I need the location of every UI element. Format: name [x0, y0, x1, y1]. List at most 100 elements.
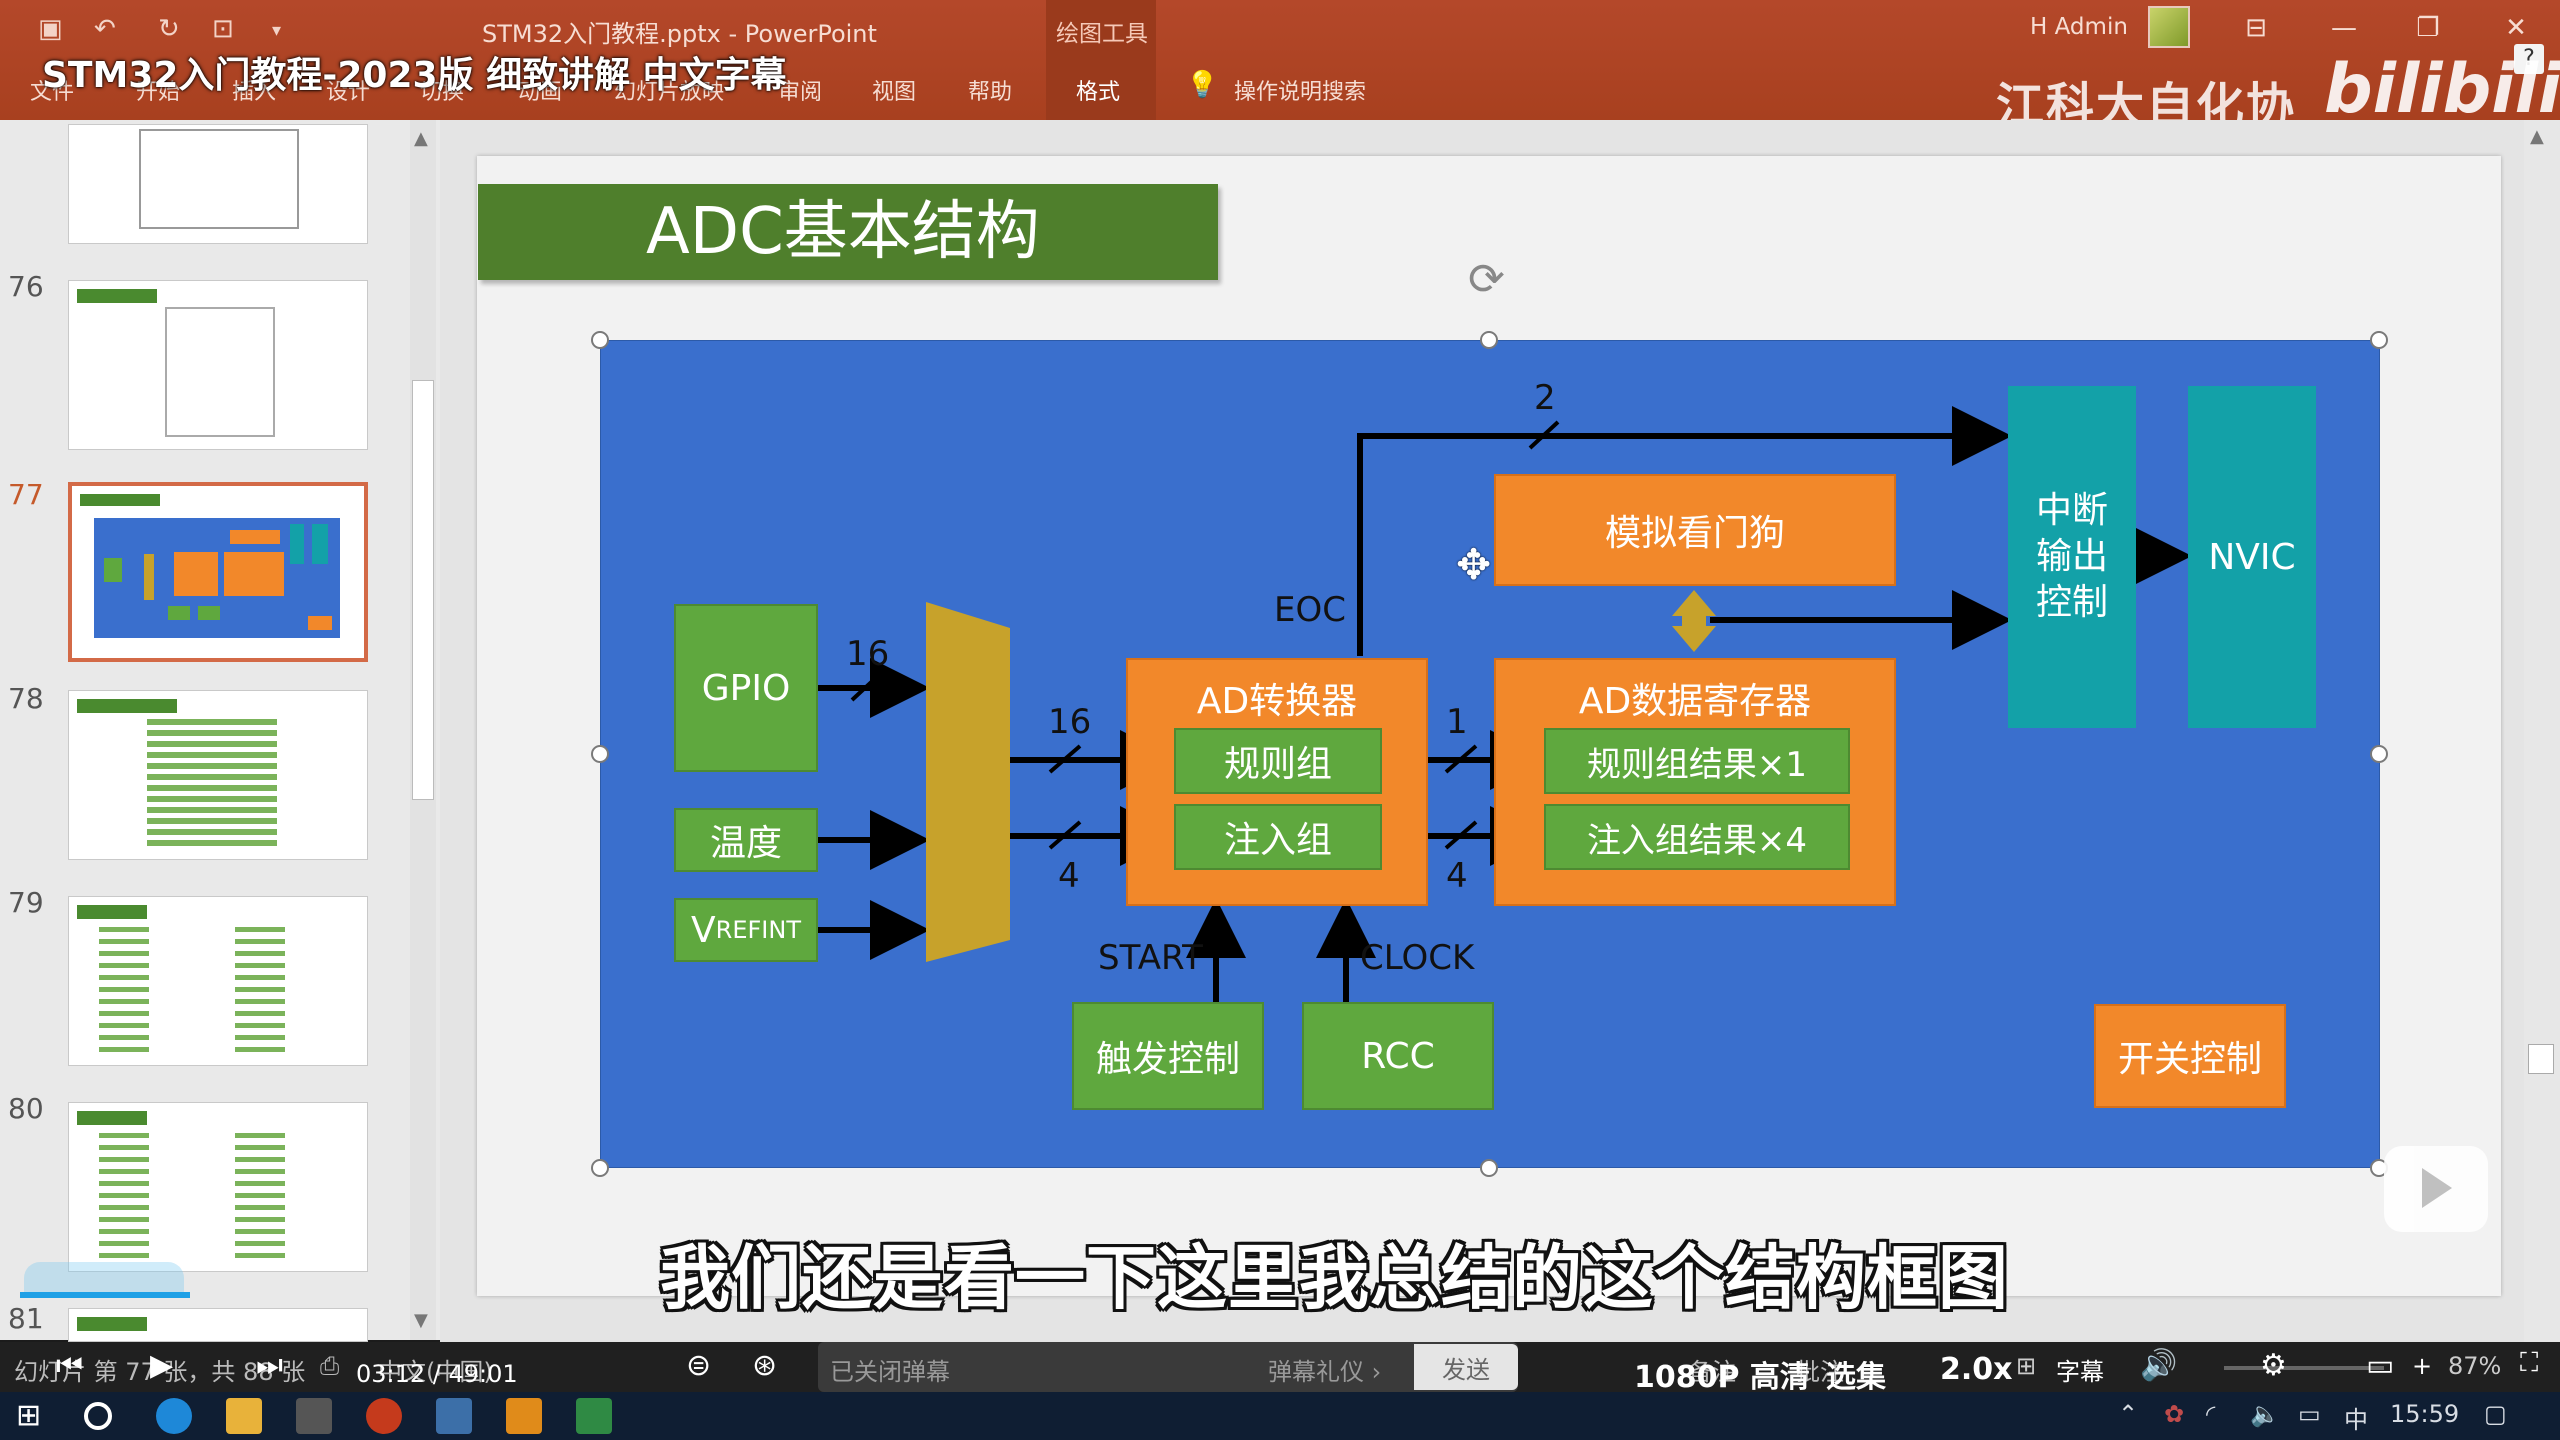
user-name[interactable]: H Admin — [2030, 14, 2128, 40]
resize-handle[interactable] — [591, 745, 609, 763]
comments-button[interactable]: 批注 — [1796, 1358, 1844, 1386]
tab-animations[interactable]: 动画 — [518, 80, 563, 105]
danmaku-toggle-icon[interactable]: ⊜ — [686, 1348, 712, 1383]
select-episode-button[interactable]: 选集 — [1826, 1360, 1886, 1395]
volume-icon[interactable]: 🔊 — [2140, 1348, 2178, 1383]
temperature-block[interactable]: 温度 — [674, 808, 818, 872]
settings-gear-icon[interactable]: ⚙ — [2260, 1348, 2287, 1383]
edge-browser-icon[interactable] — [156, 1398, 192, 1434]
resize-handle[interactable] — [591, 331, 609, 349]
slide-scroll-thumb[interactable] — [2528, 1044, 2554, 1074]
zoom-level[interactable]: 87% — [2448, 1352, 2502, 1380]
camera-app-icon[interactable] — [296, 1398, 332, 1434]
resize-handle[interactable] — [1480, 331, 1498, 349]
slide-sorter-icon[interactable]: ⊞ — [2016, 1352, 2037, 1380]
tray-chevron-icon[interactable]: ⌃ — [2118, 1400, 2139, 1428]
keil-taskbar-icon[interactable] — [576, 1398, 612, 1434]
danmaku-settings-icon[interactable]: ⊛ — [752, 1348, 778, 1383]
picture-in-picture-icon[interactable]: ▭ — [2366, 1348, 2395, 1383]
avatar[interactable] — [2148, 6, 2190, 48]
accessibility-icon[interactable]: ⎙ — [320, 1352, 340, 1380]
tab-view[interactable]: 视图 — [872, 80, 917, 105]
send-button[interactable]: 发送 — [1414, 1344, 1518, 1390]
tab-help[interactable]: 帮助 — [968, 80, 1013, 105]
minimize-icon[interactable]: — — [2331, 13, 2357, 43]
previous-icon[interactable]: ⏮ — [56, 1348, 83, 1383]
trigger-control-block[interactable]: 触发控制 — [1072, 1002, 1264, 1110]
next-icon[interactable]: ⏭ — [256, 1348, 283, 1383]
notes-button[interactable]: 备注 — [1688, 1358, 1736, 1386]
resize-handle[interactable] — [2370, 745, 2388, 763]
thumbnail-scroll-thumb[interactable] — [412, 380, 434, 800]
danmaku-input[interactable] — [818, 1342, 1518, 1392]
thumbnail-76[interactable] — [68, 280, 368, 450]
scroll-down-icon[interactable]: ▼ — [414, 1310, 428, 1331]
rcc-block[interactable]: RCC — [1302, 1002, 1494, 1110]
thumbnail-79[interactable] — [68, 896, 368, 1066]
slide-scrollbar[interactable] — [2524, 120, 2560, 1342]
injected-result-block[interactable]: 注入组结果×4 — [1544, 804, 1850, 870]
nvic-block[interactable]: NVIC — [2188, 386, 2316, 728]
tab-transitions[interactable]: 切换 — [420, 80, 465, 105]
search-icon[interactable] — [84, 1402, 112, 1430]
tab-design[interactable]: 设计 — [326, 80, 371, 105]
save-icon[interactable]: ▣ — [38, 14, 63, 44]
help-icon[interactable]: ? — [2514, 44, 2544, 74]
resize-handle[interactable] — [2370, 331, 2388, 349]
quality-button[interactable]: 1080P 高清 — [1634, 1360, 1810, 1395]
network-icon[interactable]: ◜ — [2206, 1400, 2216, 1428]
ribbon-display-options-icon[interactable]: ⊟ — [2245, 13, 2267, 43]
play-icon[interactable]: ▶ — [150, 1348, 174, 1383]
fullscreen-icon[interactable]: ⛶ — [2520, 1348, 2539, 1378]
tab-format[interactable]: 格式 — [1076, 80, 1121, 105]
scroll-up-icon[interactable]: ▲ — [414, 128, 428, 149]
thumbnail-80[interactable] — [68, 1102, 368, 1272]
resize-handle[interactable] — [1480, 1159, 1498, 1177]
thumbnail-81[interactable] — [68, 1308, 368, 1342]
subtitle-button[interactable]: 字幕 — [2056, 1358, 2104, 1386]
scroll-up-icon[interactable]: ▲ — [2530, 126, 2544, 147]
switch-control-block[interactable]: 开关控制 — [2094, 1004, 2286, 1108]
analog-watchdog-block[interactable]: 模拟看门狗 — [1494, 474, 1896, 586]
start-slideshow-icon[interactable]: ⊡ — [212, 14, 234, 44]
close-icon[interactable]: ✕ — [2505, 13, 2527, 43]
gpio-block[interactable]: GPIO — [674, 604, 818, 772]
bilibili-tv-icon[interactable] — [2384, 1146, 2488, 1232]
windows-start-icon[interactable]: ⊞ — [16, 1398, 42, 1433]
tell-me-search[interactable]: 操作说明搜索 — [1234, 80, 1367, 105]
photos-app-icon[interactable] — [436, 1398, 472, 1434]
injected-group-block[interactable]: 注入组 — [1174, 804, 1382, 870]
powerpoint-taskbar-icon[interactable] — [366, 1398, 402, 1434]
zoom-in-icon[interactable]: + — [2412, 1352, 2433, 1380]
regular-group-block[interactable]: 规则组 — [1174, 728, 1382, 794]
tab-home[interactable]: 开始 — [136, 80, 181, 105]
rotate-handle-icon[interactable]: ⟳ — [1468, 254, 1505, 305]
speed-button[interactable]: 2.0x — [1940, 1352, 2013, 1387]
customize-qat-icon[interactable]: ▾ — [272, 20, 282, 41]
tab-insert[interactable]: 插入 — [232, 80, 277, 105]
danmaku-etiquette-link[interactable]: 弹幕礼仪 › — [1268, 1358, 1382, 1386]
notification-icon[interactable]: ▢ — [2484, 1400, 2507, 1428]
regular-result-block[interactable]: 规则组结果×1 — [1544, 728, 1850, 794]
ime-indicator[interactable]: 中 — [2344, 1406, 2368, 1434]
slide-title[interactable]: ADC基本结构 — [478, 184, 1218, 280]
progress-bar-fill[interactable] — [20, 1292, 190, 1298]
thumbnail-78[interactable] — [68, 690, 368, 860]
file-explorer-icon[interactable] — [226, 1398, 262, 1434]
tab-review[interactable]: 审阅 — [778, 80, 823, 105]
tab-file[interactable]: 文件 — [30, 80, 75, 105]
redo-icon[interactable]: ↻ — [158, 14, 180, 44]
thumbnail-77-selected[interactable] — [68, 482, 368, 662]
interrupt-output-control-block[interactable]: 中断输出控制 — [2008, 386, 2136, 728]
tab-slideshow[interactable]: 幻灯片放映 — [614, 80, 725, 105]
resize-handle[interactable] — [591, 1159, 609, 1177]
speaker-icon[interactable]: 🔈 — [2250, 1400, 2280, 1428]
app-taskbar-icon[interactable] — [506, 1398, 542, 1434]
tray-app-icon[interactable]: ✿ — [2164, 1400, 2185, 1428]
restore-icon[interactable]: ❐ — [2416, 13, 2440, 43]
undo-icon[interactable]: ↶ — [94, 14, 116, 44]
zoom-slider[interactable] — [2224, 1366, 2384, 1370]
taskbar-clock[interactable]: 15:59 — [2390, 1400, 2460, 1428]
battery-icon[interactable]: ▭ — [2298, 1400, 2321, 1428]
